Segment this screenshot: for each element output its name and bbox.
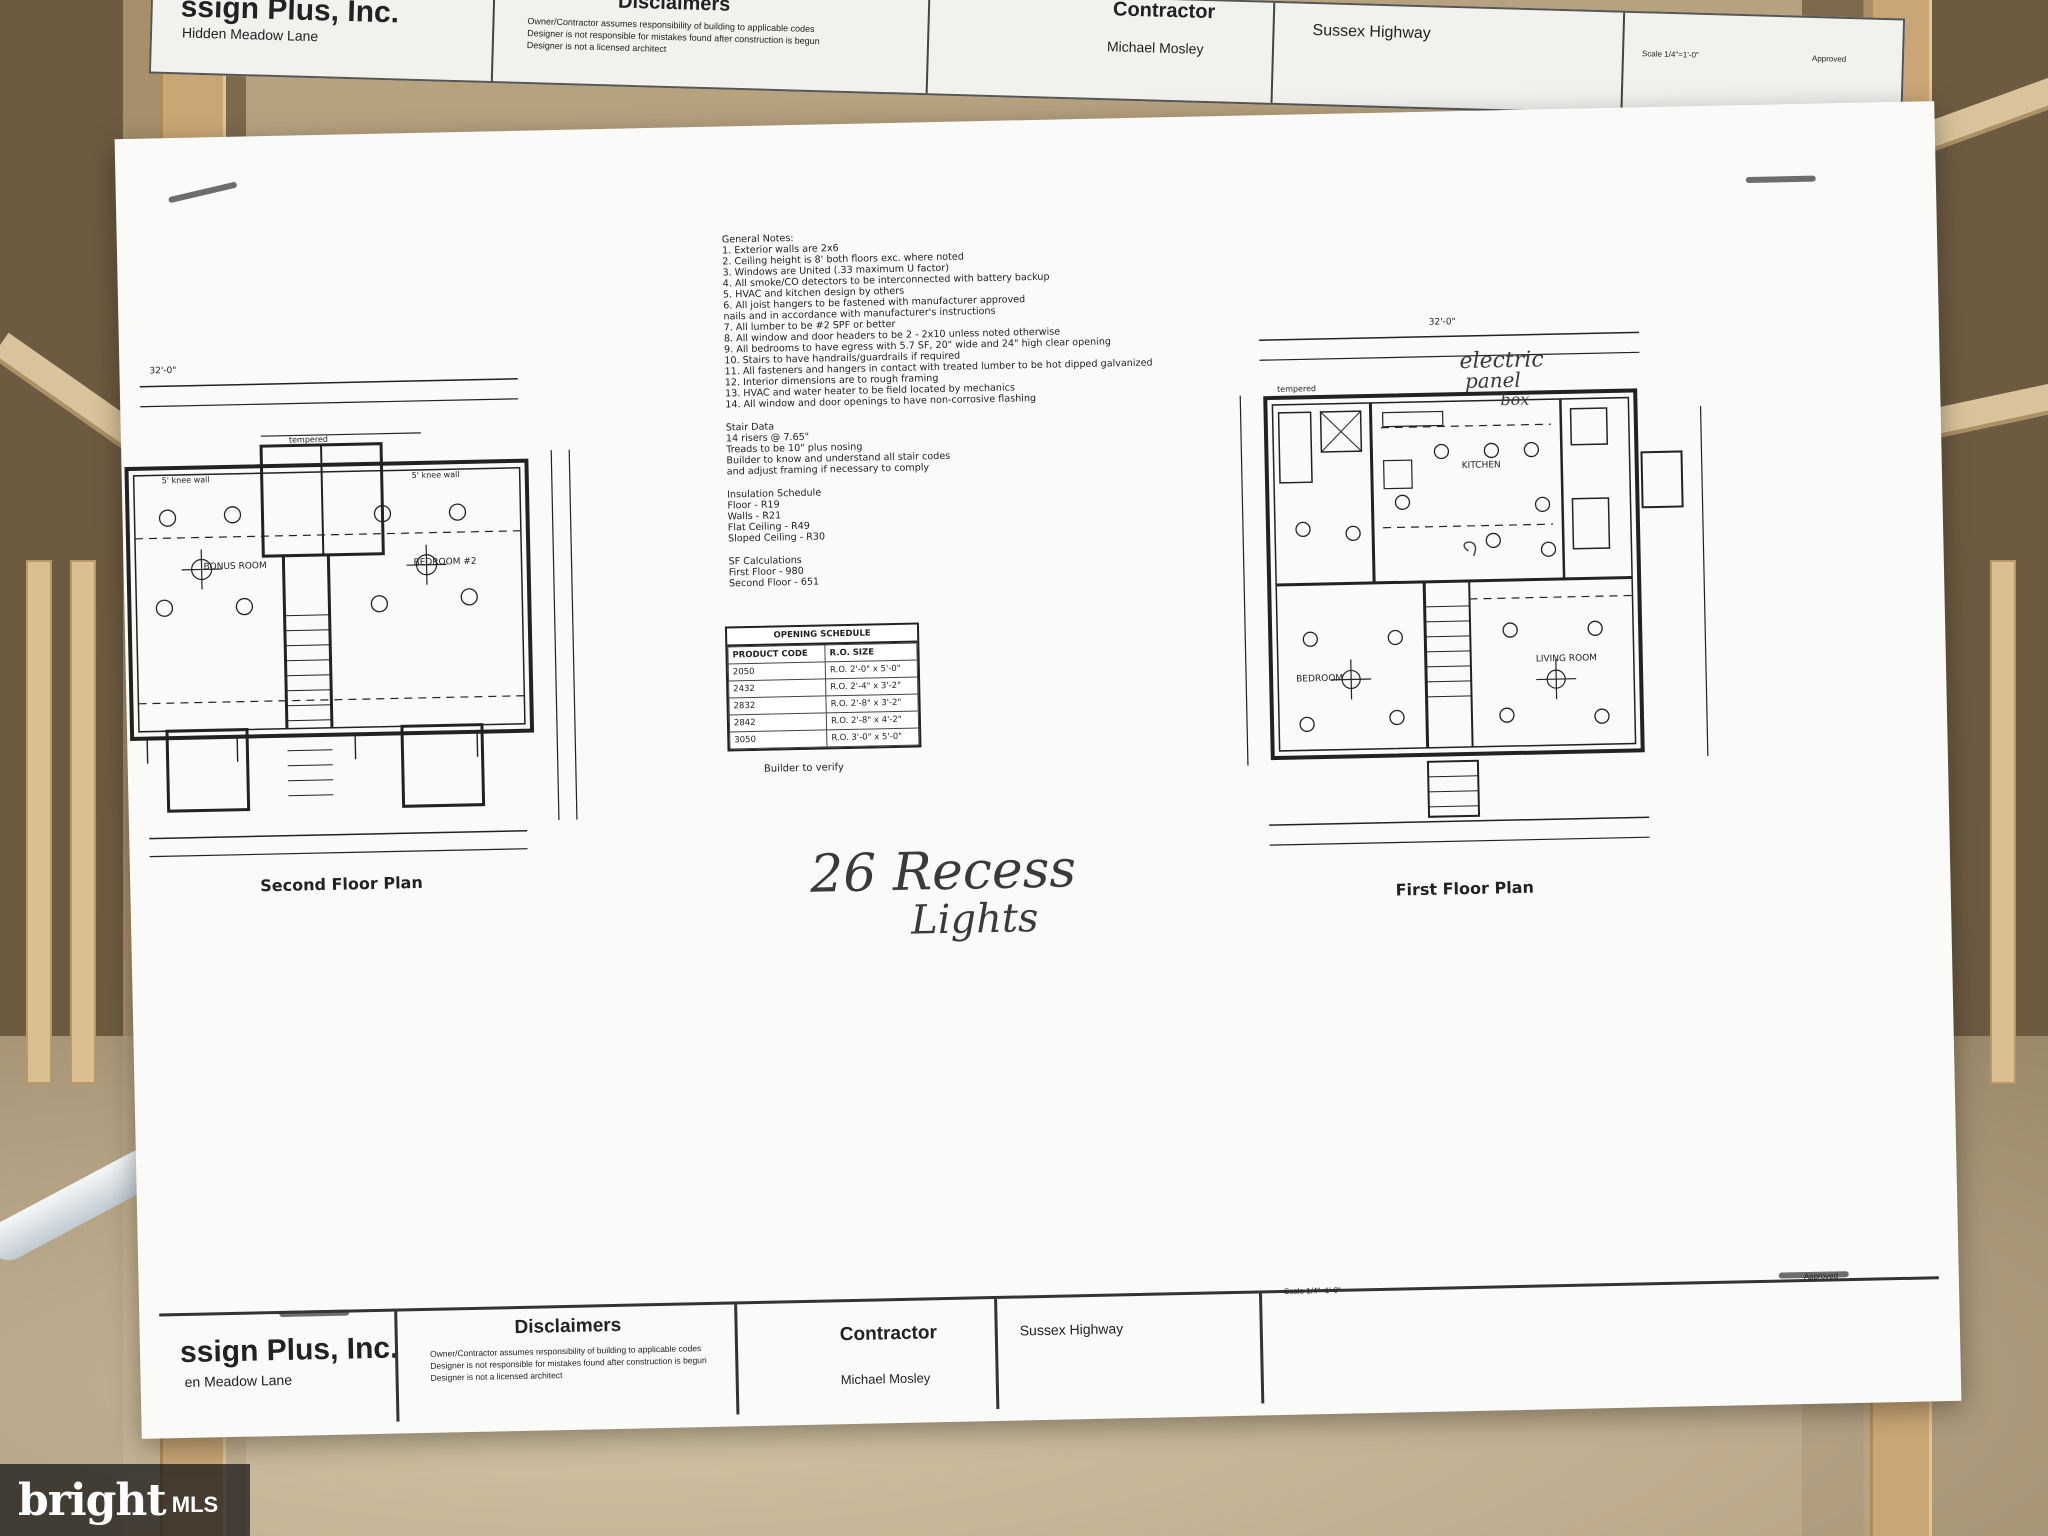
product-code: 2842 — [729, 712, 827, 732]
bright-mls-watermark: bright MLS — [0, 1464, 250, 1536]
product-code: 3050 — [729, 729, 828, 749]
plan-label: tempered — [288, 434, 328, 445]
brand-logo-text: bright — [18, 1474, 167, 1526]
product-code: 2432 — [728, 678, 827, 698]
second-floor-caption: Second Floor Plan — [260, 872, 423, 896]
room-label: KITCHEN — [1461, 460, 1501, 472]
approved-label: Approved — [1811, 53, 1847, 64]
first-floor-caption: First Floor Plan — [1395, 877, 1535, 900]
dimension-label: 32'-0" — [149, 365, 177, 377]
ro-size: R.O. 3'-0" x 5'-0" — [826, 727, 919, 747]
floor-plan-sheet: General Notes: 1. Exterior walls are 2x6… — [114, 101, 1962, 1439]
brand-suffix: MLS — [171, 1492, 219, 1517]
wall-stud — [26, 560, 52, 1084]
second-floor-plan — [124, 378, 578, 858]
wall-stud — [70, 560, 96, 1084]
general-notes: General Notes: 1. Exterior walls are 2x6… — [722, 226, 1153, 589]
room-label: BONUS ROOM — [203, 561, 267, 573]
plan-label: tempered — [1276, 384, 1317, 394]
first-floor-plan — [1239, 331, 1709, 846]
product-code: 2832 — [728, 695, 827, 715]
dimension-label: 32'-0" — [1428, 317, 1456, 328]
builder-verify-note: Builder to verify — [763, 762, 845, 775]
ro-size: R.O. 2'-0" x 5'-0" — [825, 660, 918, 679]
plan-drawings — [124, 331, 1709, 858]
ro-size: R.O. 2'-8" x 4'-2" — [826, 710, 919, 730]
scale-label: Scale 1/4"=1'-0" — [1641, 49, 1699, 60]
plan-label: 5' knee wall — [161, 475, 210, 486]
room-label: LIVING ROOM — [1535, 653, 1598, 665]
approved-label: Approved — [1803, 1271, 1839, 1282]
plan-label: 5' knee wall — [411, 470, 460, 481]
handwritten-annotation-marks — [1463, 541, 1477, 557]
handwritten-lights: Lights — [910, 895, 1039, 944]
room-label: BEDROOM — [1296, 673, 1344, 685]
schedule-header: R.O. SIZE — [824, 643, 918, 662]
handwritten-box: box — [1500, 389, 1530, 410]
room-label: BEDROOM #2 — [413, 556, 477, 569]
wall-stud — [1990, 560, 2016, 1084]
scale-label: Scale 1/4"=1'-0" — [1283, 1285, 1341, 1296]
opening-schedule: OPENING SCHEDULE PRODUCT CODE R.O. SIZE … — [724, 622, 922, 752]
ro-size: R.O. 2'-8" x 3'-2" — [826, 693, 919, 713]
product-code: 2050 — [728, 661, 826, 681]
ro-size: R.O. 2'-4" x 3'-2" — [825, 677, 918, 696]
schedule-header: PRODUCT CODE — [727, 644, 826, 664]
